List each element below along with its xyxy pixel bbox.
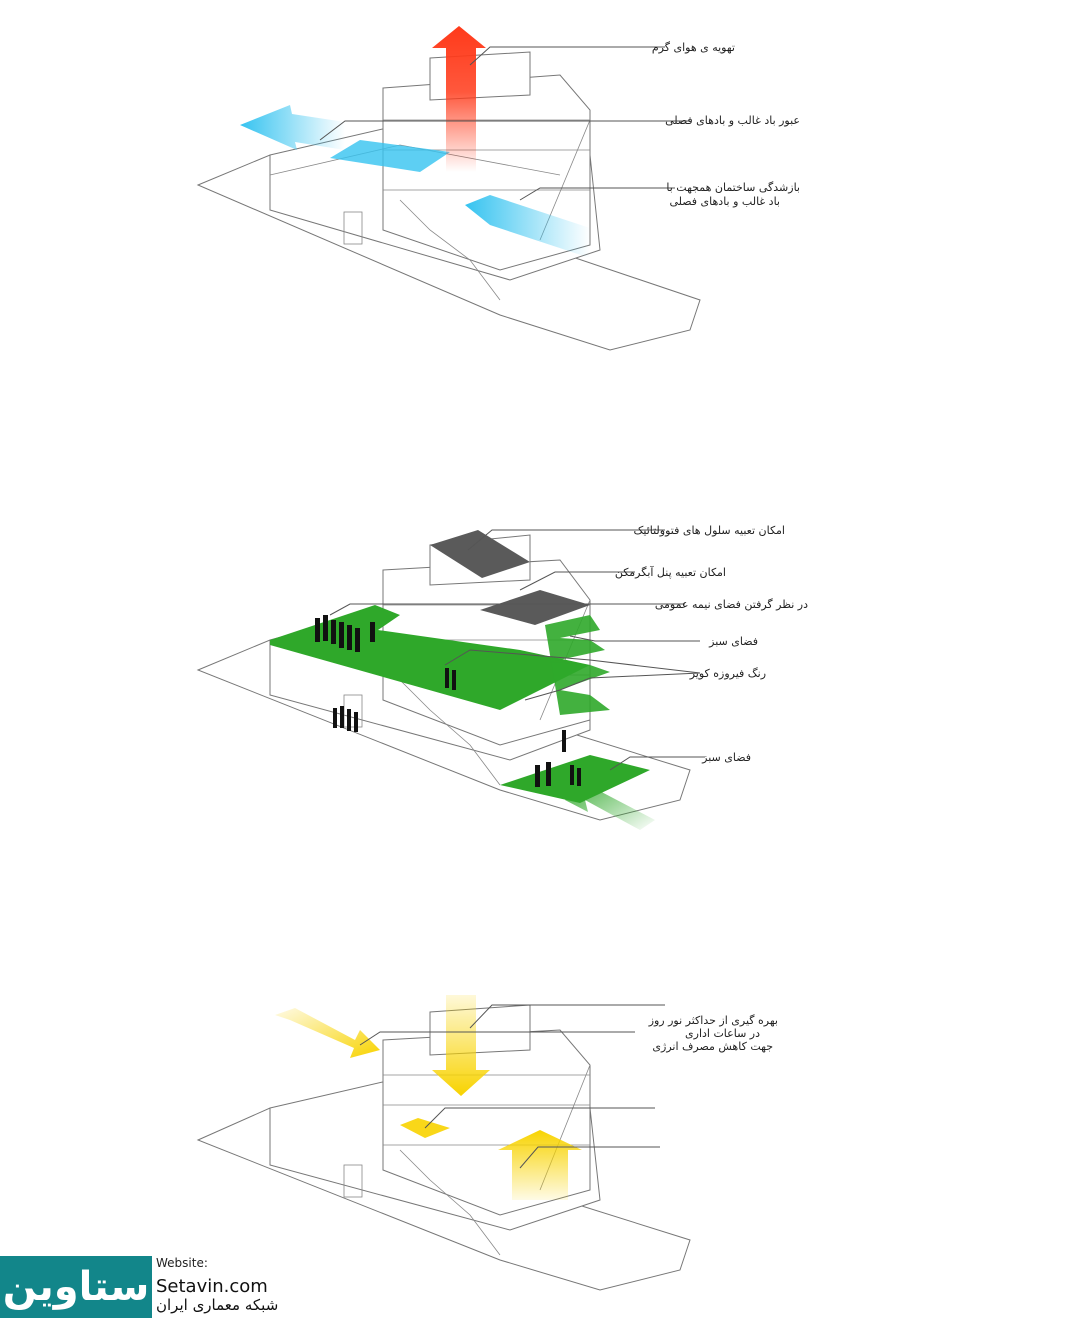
label-pv: امکان تعبیه سلول های فتوولتائیک bbox=[634, 524, 785, 537]
logo-website-link[interactable]: Setavin.com bbox=[156, 1276, 268, 1297]
logo-brand: ستاوین bbox=[0, 1256, 152, 1318]
setavin-logo: ستاوین Website: Setavin.com شبکه معماری … bbox=[0, 1256, 300, 1319]
label-turquoise: رنگ فیروزه کویر bbox=[689, 667, 766, 680]
label-daylight-2: در ساعات اداری bbox=[685, 1027, 760, 1040]
label-green-space-2: فضای سبز bbox=[701, 751, 751, 764]
diagram-ventilation: تهویه ی هوای گرم عبور باد غالب و بادهای … bbox=[196, 26, 800, 351]
building-axonometric-1 bbox=[196, 51, 701, 351]
leaders-2 bbox=[329, 529, 705, 771]
diagram-green: امکان تعبیه سلول های فتوولتائیک امکان تع… bbox=[196, 524, 808, 830]
label-opening-1: بازشدگی ساختمان همجهت با bbox=[666, 181, 800, 194]
people-silhouettes bbox=[315, 615, 581, 787]
leaders-3 bbox=[359, 1004, 665, 1169]
pv-panel-top bbox=[430, 530, 530, 578]
green-fins bbox=[545, 615, 610, 715]
logo-website-label: Website: bbox=[156, 1256, 208, 1270]
green-arrow bbox=[565, 775, 655, 830]
solar-panels bbox=[430, 530, 590, 625]
wind-arrow-left bbox=[240, 105, 345, 150]
wind-arrow-mid bbox=[330, 140, 450, 172]
wind-arrow-right bbox=[465, 195, 590, 258]
label-wind: عبور باد غالب و بادهای فصلی bbox=[665, 114, 800, 127]
label-daylight-3: جهت کاهش مصرف انرژی bbox=[652, 1040, 773, 1053]
label-water-heater: امکان تعبیه پنل آبگرمکن bbox=[615, 565, 726, 579]
pv-panel-low bbox=[480, 590, 590, 625]
wind-arrows bbox=[240, 105, 590, 258]
leaders-1 bbox=[319, 46, 690, 201]
diagram-daylight: بهره گیری از حداکثر نور روز در ساعات ادا… bbox=[196, 995, 778, 1291]
label-semi-public: در نظر گرفتن فضای نیمه عمومی bbox=[655, 598, 808, 611]
label-green-space-1: فضای سبز bbox=[708, 635, 758, 648]
label-opening-2: باد غالب و بادهای فصلی bbox=[669, 195, 780, 208]
sun-arrow-skylight bbox=[432, 995, 490, 1096]
label-hot-air: تهویه ی هوای گرم bbox=[652, 41, 735, 54]
sun-arrow-side bbox=[275, 1008, 380, 1058]
label-daylight-1: بهره گیری از حداکثر نور روز bbox=[648, 1014, 778, 1027]
logo-subtitle: شبکه معماری ایران bbox=[156, 1296, 279, 1314]
green-ground bbox=[500, 755, 650, 803]
